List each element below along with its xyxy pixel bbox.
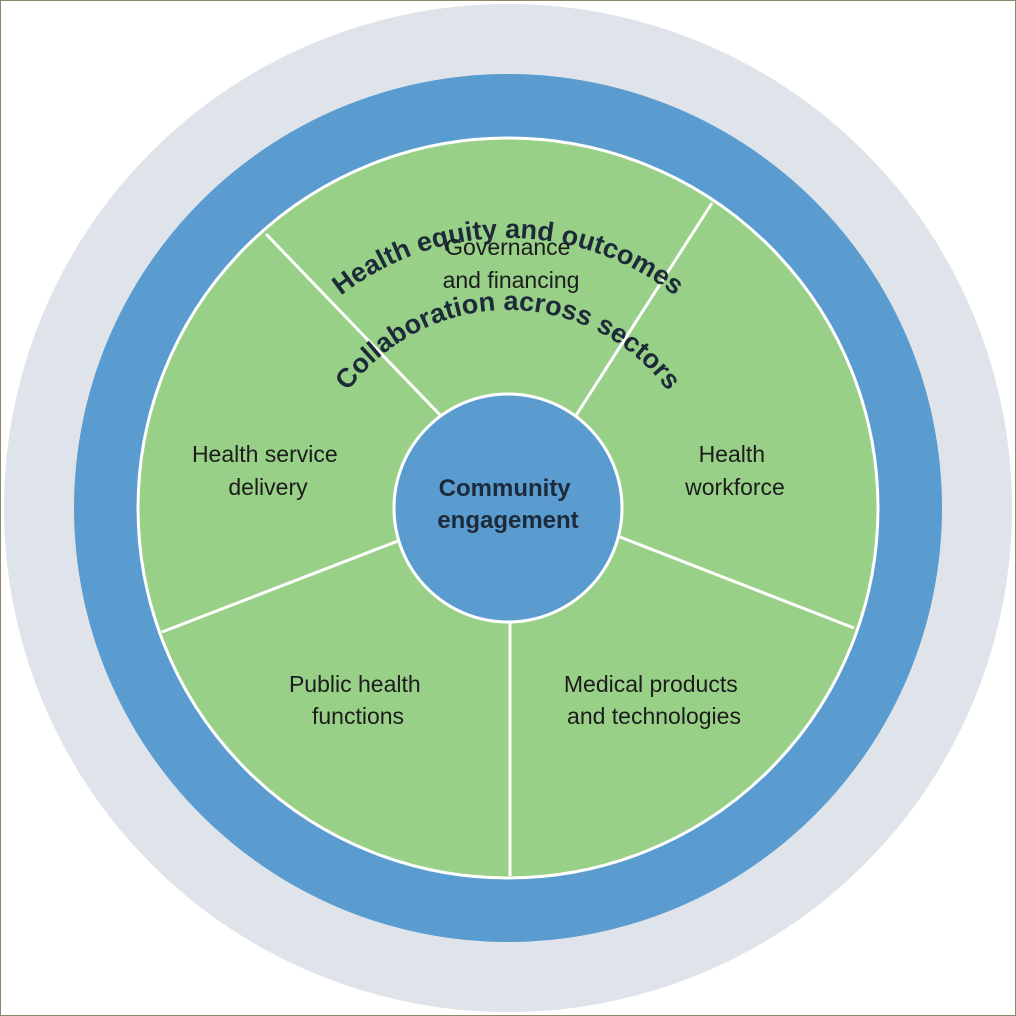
divider-line — [619, 535, 855, 630]
segment-service-delivery-line2: delivery — [228, 474, 308, 500]
segment-medical-products-line2: and technologies — [567, 703, 741, 729]
segment-workforce-line1: Health — [699, 441, 765, 467]
segment-governance-line1: Governance — [445, 234, 570, 260]
center-label-line1: Community — [439, 475, 572, 502]
segment-governance-label: Governance and financing — [443, 234, 580, 293]
segment-service-delivery-line1: Health service — [192, 441, 338, 467]
segment-dividers — [161, 202, 855, 876]
center-label-line2: engagement — [437, 507, 578, 534]
segment-public-health-label: Public health functions — [289, 671, 427, 729]
segment-medical-products-label: Medical products and technologies — [564, 671, 744, 729]
segment-public-health-line1: Public health — [289, 671, 421, 697]
divider-line — [573, 202, 714, 418]
segment-workforce-line2: workforce — [684, 474, 785, 500]
divider-line — [264, 232, 444, 419]
divider-line — [161, 539, 399, 634]
segment-workforce-label: Health workforce — [684, 441, 785, 500]
center-label: Community engagement — [437, 475, 578, 534]
segment-service-delivery-label: Health service delivery — [192, 441, 344, 500]
segment-governance-line2: and financing — [443, 267, 580, 293]
segment-public-health-line2: functions — [312, 703, 404, 729]
center-circle — [392, 392, 624, 624]
segment-medical-products-line1: Medical products — [564, 671, 738, 697]
